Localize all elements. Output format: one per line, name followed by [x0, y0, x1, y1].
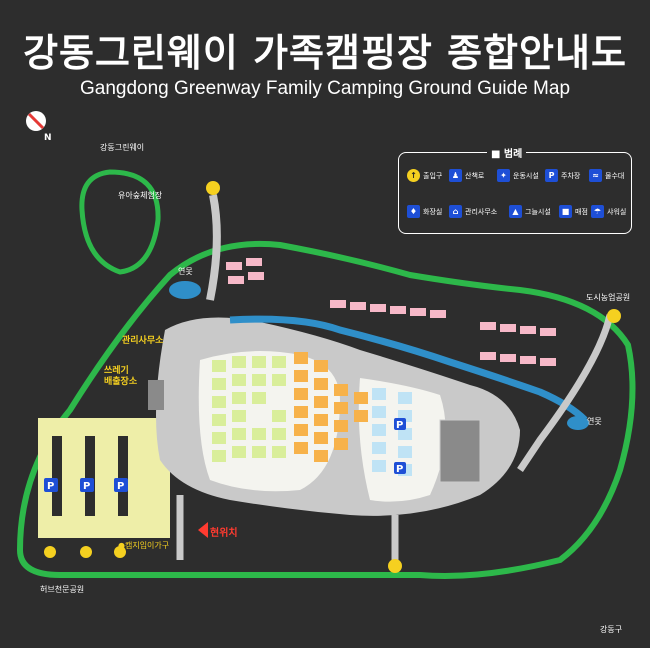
office-building	[148, 380, 164, 410]
legend-item: ♟ 산책로	[449, 169, 484, 182]
campsites-green	[212, 356, 286, 462]
parking-icon	[44, 418, 406, 492]
svg-text:P: P	[117, 481, 124, 492]
legend-item: ♦ 화장실	[407, 205, 442, 218]
label-district: 강동구	[600, 625, 623, 634]
legend-item: ≈ 물수대	[589, 169, 624, 182]
store-icon: ■	[559, 205, 572, 218]
legend-item: ▲ 그늘시설	[509, 205, 551, 218]
pond-right	[567, 416, 589, 430]
svg-text:P: P	[47, 481, 54, 492]
greenway-trail	[16, 240, 636, 579]
legend-item: ■ 매점	[559, 205, 588, 218]
cabins	[226, 258, 556, 366]
current-location-icon	[198, 522, 208, 538]
restroom-icon: ♦	[407, 205, 420, 218]
legend-item: P 주차장	[545, 169, 580, 182]
legend: ■ 범례 ↑ 출입구 ♟ 산책로 ✦ 운동시설 P 주차장 ≈ 물수대 ♦ 화장…	[398, 145, 632, 234]
svg-text:P: P	[396, 420, 403, 431]
entrance-icon	[44, 181, 621, 573]
label-forest-experience: 유아숲체험장	[118, 191, 163, 200]
label-current-location: 현위치	[210, 528, 238, 539]
map-title-english: Gangdong Greenway Family Camping Ground …	[79, 78, 571, 99]
label-pond-right: 연못	[587, 417, 602, 426]
label-entrance-name: ●캠지입이가구	[118, 541, 170, 550]
label-waste: 쓰레기 배출장소	[104, 366, 138, 387]
shelter-building	[439, 419, 481, 483]
legend-item: ↑ 출입구	[407, 169, 442, 182]
legend-item: ✦ 운동시설	[497, 169, 539, 182]
shower-icon: ☂	[591, 205, 604, 218]
label-greenway: 강동그린웨이	[100, 143, 145, 152]
label-herb-park: 허브천문공원	[40, 585, 85, 594]
label-pond-top: 연못	[178, 267, 193, 276]
label-office: 관리사무소	[122, 336, 164, 346]
forest-trail	[79, 169, 161, 275]
svg-text:P: P	[83, 481, 90, 492]
legend-item: ☂ 샤워실	[591, 205, 626, 218]
campsites-orange	[294, 352, 368, 462]
office-icon: ⌂	[449, 205, 462, 218]
svg-text:P: P	[396, 464, 403, 475]
pond-top	[169, 281, 201, 299]
label-urban-farm: 도시농업공원	[586, 293, 631, 302]
exercise-icon: ✦	[497, 169, 510, 182]
water-fountain-icon: ≈	[589, 169, 602, 182]
walking-icon: ♟	[449, 169, 462, 182]
compass-letter: N	[44, 133, 52, 143]
compass-icon	[26, 111, 46, 131]
stream	[229, 315, 588, 423]
legend-item: ⌂ 관리사무소	[449, 205, 497, 218]
map-title-korean: 강동그린웨이 가족캠핑장 종합안내도	[23, 31, 627, 75]
shade-icon: ▲	[509, 205, 522, 218]
entrance-arrow-icon: ↑	[407, 169, 420, 182]
legend-title: ■ 범례	[487, 145, 527, 160]
parking-icon: P	[545, 169, 558, 182]
